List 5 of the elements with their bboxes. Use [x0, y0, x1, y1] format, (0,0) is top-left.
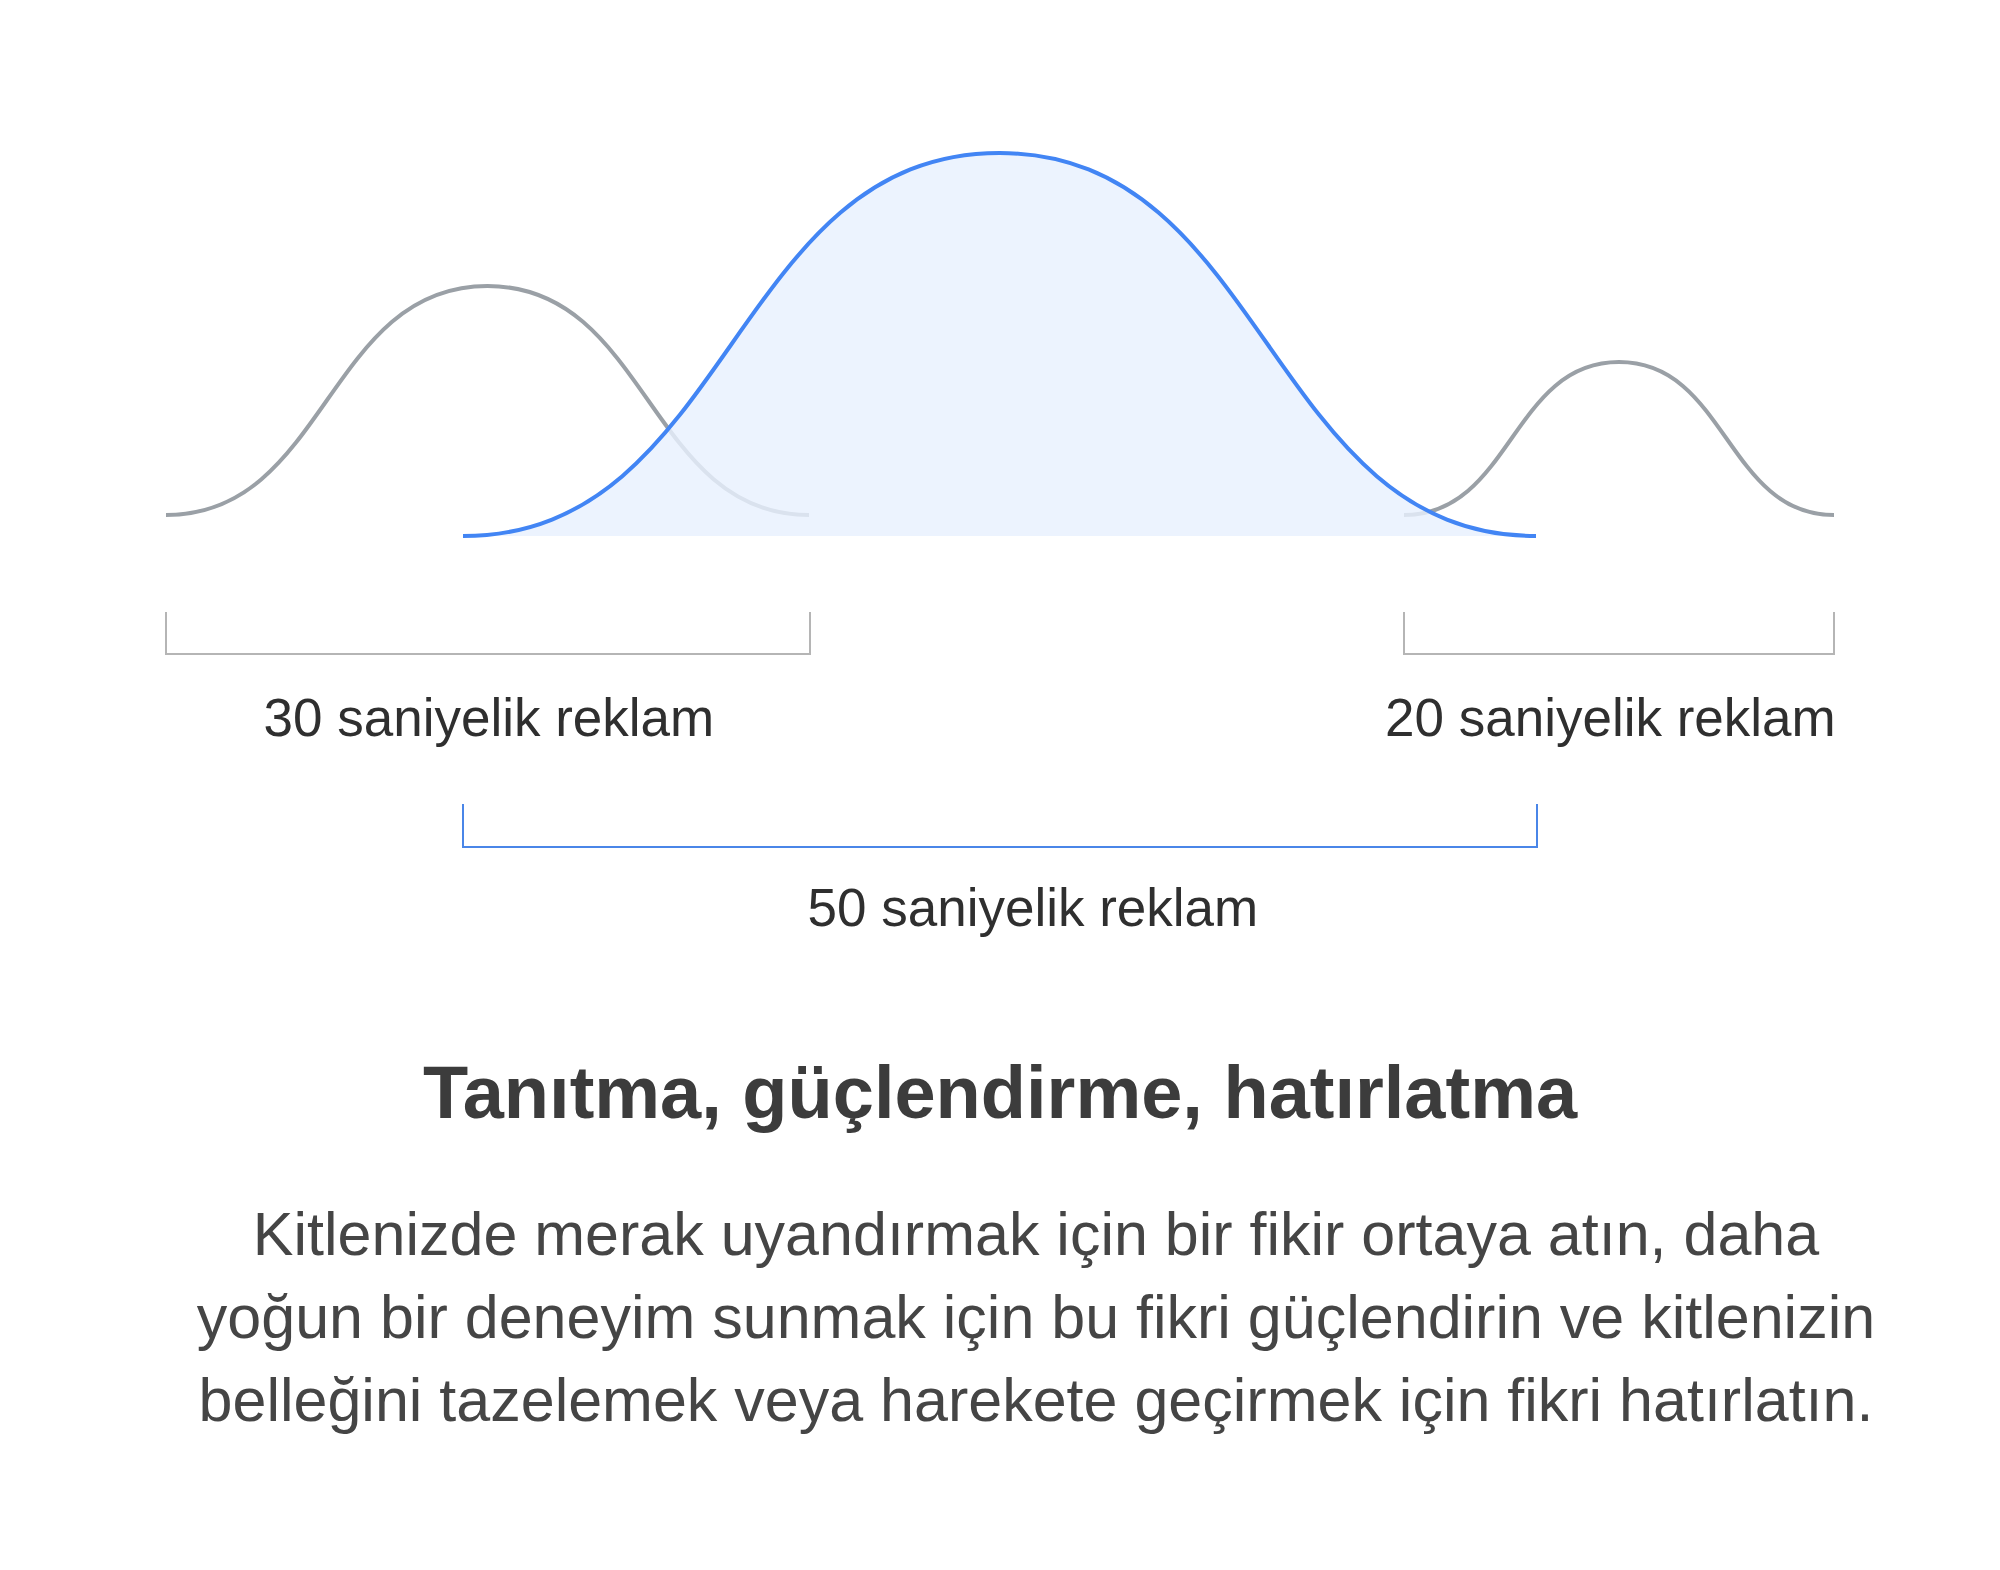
heading: Tanıtma, güçlendirme, hatırlatma	[423, 1050, 1578, 1136]
duration-label: 50 saniyelik reklam	[807, 877, 1259, 939]
duration-label: 30 saniyelik reklam	[263, 687, 715, 749]
duration-label: 20 saniyelik reklam	[1385, 687, 1836, 749]
description-paragraph: Kitlenizde merak uyandırmak için bir fikir ortaya atın, daha yoğun bir deneyim sunmak için bu fikri güçlendirin ve kitlenizin belleğini tazelemek veya harekete geçirmek için fikri hatırlatın.	[195, 1199, 1877, 1436]
